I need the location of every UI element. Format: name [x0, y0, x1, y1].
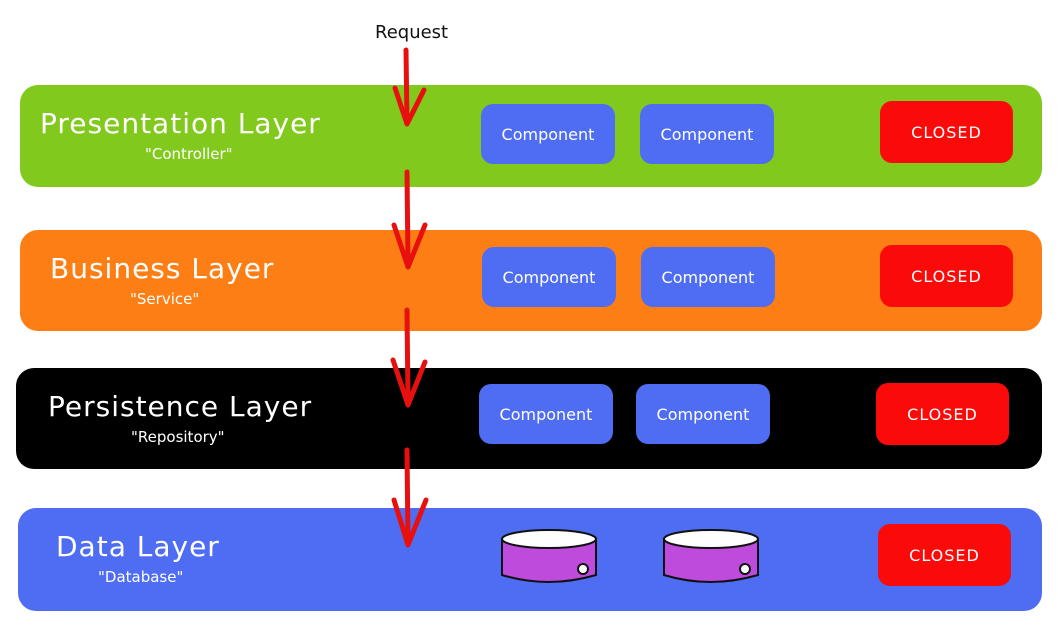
component-box[interactable]: Component: [640, 104, 774, 164]
closed-badge: CLOSED: [880, 245, 1013, 307]
layer-title: Persistence Layer: [48, 390, 313, 423]
component-box[interactable]: Component: [482, 247, 616, 307]
layer-subtitle: "Repository": [131, 428, 225, 446]
database-icon: [501, 529, 597, 583]
component-box[interactable]: Component: [479, 384, 613, 444]
request-label: Request: [375, 22, 449, 43]
layer-subtitle: "Database": [98, 568, 184, 586]
layer-subtitle: "Service": [130, 290, 200, 308]
closed-badge: CLOSED: [880, 101, 1013, 163]
component-box[interactable]: Component: [481, 104, 615, 164]
business-layer: Business Layer "Service" Component Compo…: [20, 230, 1042, 331]
data-layer: Data Layer "Database" CLOSED: [18, 508, 1042, 611]
component-box[interactable]: Component: [641, 247, 775, 307]
layer-title: Presentation Layer: [40, 107, 321, 140]
persistence-layer: Persistence Layer "Repository" Component…: [16, 368, 1042, 469]
closed-badge: CLOSED: [876, 383, 1009, 445]
closed-badge: CLOSED: [878, 524, 1011, 586]
layer-title: Data Layer: [56, 530, 220, 563]
database-icon: [663, 529, 759, 583]
layer-subtitle: "Controller": [145, 145, 233, 163]
component-box[interactable]: Component: [636, 384, 770, 444]
presentation-layer: Presentation Layer "Controller" Componen…: [20, 85, 1042, 187]
layer-title: Business Layer: [50, 252, 275, 285]
